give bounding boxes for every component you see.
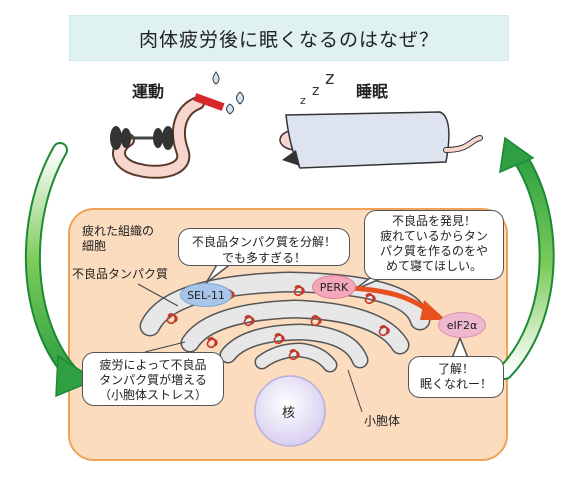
red-arrow — [349, 285, 446, 320]
nucleus-label: 核 — [282, 406, 296, 421]
sel11-molecule: SEL-11 — [180, 283, 232, 307]
title-text: 肉体疲労後に眠くなるのはなぜ？ — [138, 28, 439, 51]
diagram-title: 肉体疲労後に眠くなるのはなぜ？ — [69, 15, 509, 61]
pointer-lines — [137, 283, 363, 413]
stress-speech-bubble: 疲労によって不良品 タンパク質が増える （小胞体ストレス） — [82, 352, 224, 406]
green-arrow-right — [497, 136, 555, 380]
worm-sleeping-icon — [279, 111, 483, 169]
zzz-icon: z z z — [300, 68, 334, 107]
eif2a-speech-bubble: 了解！ 眠くなれー！ — [408, 356, 504, 398]
green-arrow-left — [24, 142, 97, 398]
svg-text:z: z — [300, 94, 306, 107]
bad-protein-label: 不良品タンパク質 — [72, 267, 169, 281]
worm-exercising-icon — [110, 93, 225, 179]
exercise-label: 運動 — [132, 82, 165, 101]
eif2a-molecule: eIF2α — [438, 312, 486, 338]
tired-tissue-label: 疲れた組織の 細胞 — [82, 224, 155, 253]
er-label: 小胞体 — [364, 414, 401, 428]
perk-speech-bubble: 不良品を発見！ 疲れているからタン パク質を作るのをや めて寝てほしい。 — [364, 210, 504, 280]
sel11-speech-bubble: 不良品タンパク質を分解！ でも多すぎる！ — [178, 228, 350, 266]
svg-text:z: z — [325, 68, 334, 89]
perk-molecule: PERK — [312, 275, 356, 299]
sweat-drops-icon — [212, 71, 244, 115]
sleep-label: 睡眠 — [356, 82, 389, 101]
nucleus-circle — [254, 375, 326, 447]
svg-text:z: z — [312, 83, 319, 99]
